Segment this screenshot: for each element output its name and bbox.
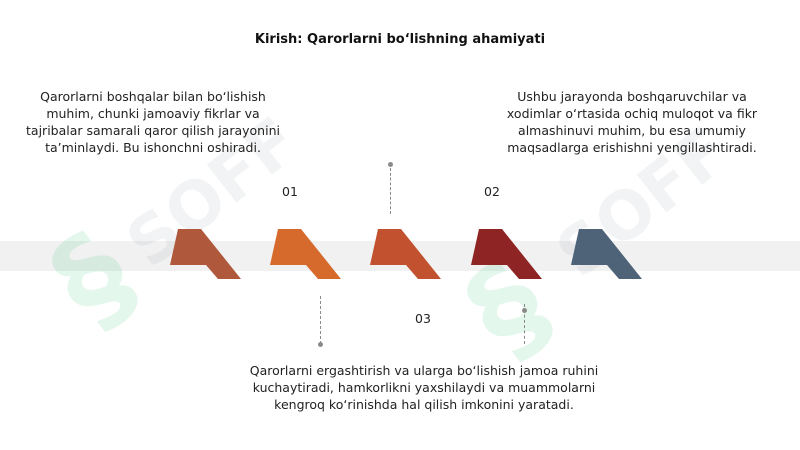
connector-top-dot — [388, 162, 393, 167]
step-3-text: Qarorlarni ergashtirish va ularga bo‘lis… — [249, 363, 599, 412]
connector-bottom-right-dot — [522, 308, 527, 313]
page-title: Kirish: Qarorlarni bo‘lishning ahamiyati — [254, 32, 546, 47]
step-shape-4 — [471, 229, 542, 279]
connector-top-line — [390, 168, 391, 214]
connector-bottom-left-line — [320, 296, 321, 344]
step-3-number: 03 — [415, 311, 431, 326]
step-shape-3 — [370, 229, 441, 279]
step-2-number: 02 — [484, 184, 500, 199]
step-1-number: 01 — [282, 184, 298, 199]
step-1-text: Qarorlarni boshqalar bilan bo‘lishish mu… — [26, 89, 280, 155]
step-shape-5 — [571, 229, 642, 279]
step-shape-1 — [170, 229, 241, 279]
step-2-text: Ushbu jarayonda boshqaruvchilar va xodim… — [506, 89, 758, 155]
step-shape-2 — [270, 229, 341, 279]
connector-bottom-right-line — [524, 304, 525, 344]
connector-bottom-left-dot — [318, 342, 323, 347]
